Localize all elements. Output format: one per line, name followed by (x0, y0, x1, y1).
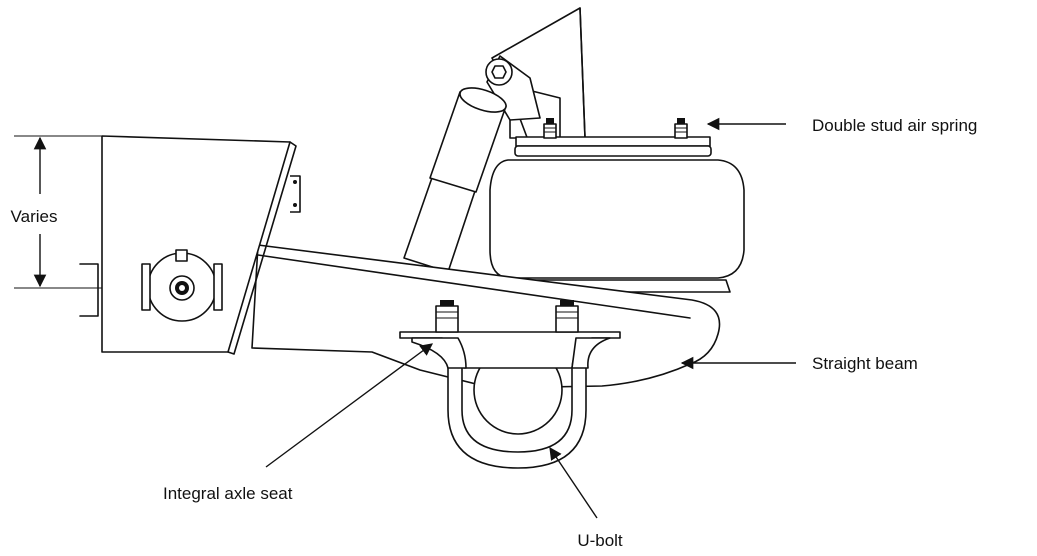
straight-beam (251, 244, 721, 389)
callout-axle-seat: Integral axle seat (163, 343, 434, 503)
air-spring (489, 118, 745, 293)
shock-absorber (403, 87, 507, 273)
u-bolt-label: U-bolt (577, 531, 623, 550)
varies-label: Varies (11, 207, 58, 226)
axle-seat-label: Integral axle seat (163, 484, 293, 503)
callout-u-bolt: U-bolt (549, 446, 623, 550)
callout-straight-beam: Straight beam (680, 354, 918, 373)
air-spring-label: Double stud air spring (812, 116, 977, 135)
straight-beam-label: Straight beam (812, 354, 918, 373)
front-hanger (79, 135, 301, 355)
axle-assembly (399, 300, 621, 469)
callout-air-spring: Double stud air spring (706, 116, 977, 135)
